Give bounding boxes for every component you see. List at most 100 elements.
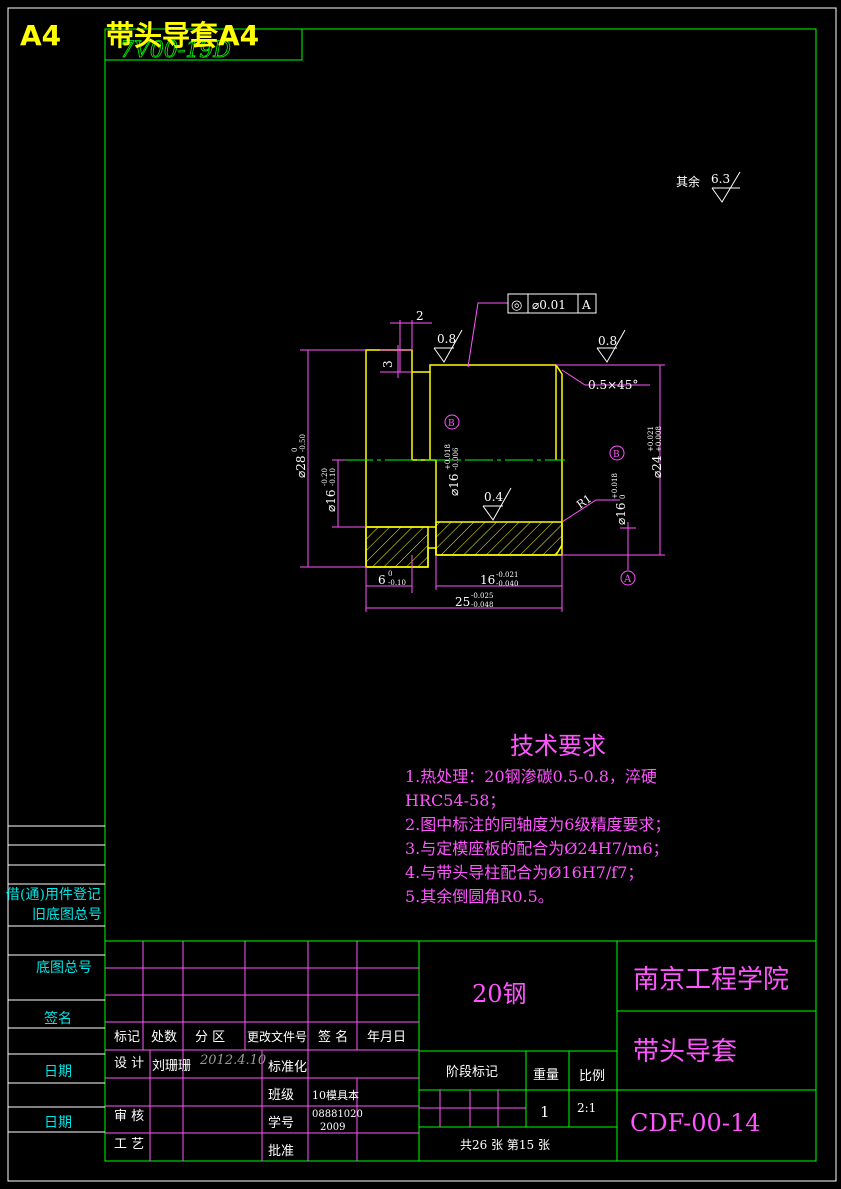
dim-bore-dia: ⌀16 +0.018 -0.006 — [444, 444, 461, 496]
mirrored-title-ghost: 7V00-19D — [120, 38, 231, 63]
part-outline — [345, 349, 565, 568]
side-signature: 签名 — [44, 1010, 72, 1027]
tb-h-count: 处数 — [151, 1030, 177, 1045]
drawing-title: 带头导套A4 — [106, 19, 260, 52]
rough-top-left: 0.8 — [437, 332, 456, 346]
rough-top-right: 0.8 — [598, 334, 617, 348]
tb-student-no-2: 2009 — [320, 1122, 345, 1133]
tech-line-2: HRC54-58； — [405, 791, 505, 810]
tb-h-date: 年月日 — [367, 1030, 406, 1045]
svg-text:⌀16: ⌀16 — [614, 503, 628, 526]
svg-text:-0.040: -0.040 — [496, 580, 518, 588]
svg-text:+0.008: +0.008 — [655, 426, 663, 452]
tolerance-frame: ◎ ⌀0.01 A — [507, 293, 597, 314]
svg-text:16: 16 — [480, 573, 495, 587]
side-base-drawing-no: 底图总号 — [36, 960, 92, 976]
tb-h-sign: 签 名 — [318, 1029, 348, 1045]
tb-h-change-doc: 更改文件号 — [247, 1029, 307, 1044]
tb-scale-value: 2:1 — [577, 1101, 596, 1115]
tb-weight: 重量 — [533, 1067, 559, 1083]
datum-b-letter-1: B — [448, 419, 455, 429]
rough-symbol-bore — [482, 487, 512, 521]
tb-review: 审 核 — [114, 1109, 144, 1124]
svg-text:-0.10: -0.10 — [329, 468, 337, 486]
tb-design-date: 2012.4.10 — [199, 1053, 266, 1068]
tol-value: ⌀0.01 — [532, 298, 566, 312]
svg-text:⌀16: ⌀16 — [324, 490, 338, 513]
side-old-drawing-no: 旧底图总号 — [32, 907, 102, 923]
dim-len-6: 6 0 -0.10 — [378, 570, 406, 587]
svg-text:-0.006: -0.006 — [452, 447, 460, 470]
rough-symbol-top-right — [596, 329, 626, 363]
tech-line-1: 1.热处理：20钢渗碳0.5-0.8，淬硬 — [405, 767, 657, 786]
dimension-lines — [300, 302, 665, 612]
tb-stage-mark: 阶段标记 — [446, 1065, 498, 1080]
svg-text:+0.018: +0.018 — [611, 473, 619, 499]
svg-text:-0.048: -0.048 — [471, 601, 493, 609]
svg-text:⌀24: ⌀24 — [650, 455, 664, 478]
tech-title: 技术要求 — [510, 732, 606, 760]
tb-designer: 刘珊珊 — [152, 1059, 191, 1074]
tol-datum: A — [581, 298, 591, 312]
size-label: A4 — [20, 19, 62, 52]
tb-part-name: 带头导套 — [633, 1037, 737, 1067]
section-hatch-right — [435, 521, 563, 556]
tb-h-zone: 分 区 — [195, 1030, 225, 1045]
tech-line-5: 4.与带头导柱配合为Ø16H7/f7； — [405, 863, 643, 882]
tb-quantity: 1 — [540, 1103, 550, 1121]
tb-standardize: 标准化 — [268, 1060, 307, 1075]
tb-sheets: 共26 张 第15 张 — [460, 1138, 550, 1152]
roughness-symbol — [711, 171, 741, 203]
tb-design-label: 设 计 — [114, 1056, 144, 1071]
svg-text:⌀16: ⌀16 — [447, 474, 461, 497]
side-registration: 借(通)用件登记 — [6, 887, 101, 903]
svg-text:0: 0 — [291, 448, 299, 452]
tb-class-value: 10模具本 — [312, 1088, 359, 1102]
dim-chamfer: 0.5×45° — [588, 378, 638, 392]
svg-text:+0.018: +0.018 — [444, 444, 452, 470]
dim-len-16: 16 -0.021 -0.040 — [480, 571, 518, 588]
svg-text:0: 0 — [619, 495, 627, 499]
roughness-note-value: 6.3 — [711, 172, 730, 186]
inner-frame — [104, 28, 817, 1162]
dim-step-dia: ⌀16 -0.20 -0.10 — [321, 468, 338, 512]
section-hatch-left — [365, 526, 429, 568]
datum-b-letter-2: B — [613, 450, 620, 460]
tb-student-no-label: 学号 — [268, 1115, 294, 1131]
dim-fillet: R1 — [574, 492, 594, 511]
dim-outer-dia: ⌀28 0 -0.50 — [291, 434, 308, 478]
svg-text:-0.10: -0.10 — [388, 579, 406, 587]
svg-text:+0.021: +0.021 — [647, 426, 655, 452]
datum-b-circle-2 — [609, 445, 625, 461]
tb-class-label: 班级 — [268, 1088, 294, 1103]
tb-student-no-1: 08881020 — [312, 1109, 363, 1120]
side-strip-lines — [8, 825, 105, 1133]
datum-b-circle-1 — [444, 414, 460, 430]
outer-border — [7, 7, 837, 1182]
part-profile — [365, 349, 563, 568]
tech-line-4: 3.与定模座板的配合为Ø24H7/m6； — [405, 839, 669, 858]
tb-h-mark: 标记 — [114, 1030, 140, 1045]
dim-body-dia: ⌀24 +0.021 +0.008 — [647, 426, 664, 478]
datum-a-letter: A — [623, 574, 632, 585]
title-mirror-box — [104, 28, 303, 61]
tb-scale: 比例 — [579, 1069, 605, 1084]
tb-process: 工 艺 — [114, 1137, 144, 1152]
svg-text:-0.025: -0.025 — [471, 592, 493, 600]
title-block-frame — [105, 940, 816, 1161]
tech-line-6: 5.其余倒圆角R0.5。 — [405, 887, 554, 906]
svg-text:-0.021: -0.021 — [496, 571, 518, 579]
svg-text:⌀28: ⌀28 — [294, 456, 308, 479]
dim-step-width: 2 — [416, 309, 424, 323]
tb-material: 20钢 — [472, 980, 527, 1008]
tol-symbol: ◎ — [511, 298, 522, 313]
svg-text:-0.50: -0.50 — [299, 434, 307, 452]
svg-text:-0.20: -0.20 — [321, 468, 329, 486]
svg-text:25: 25 — [455, 595, 470, 609]
dim-inner-dia: ⌀16 +0.018 0 — [611, 473, 628, 525]
tb-drawing-no: CDF-00-14 — [630, 1109, 760, 1137]
tb-school: 南京工程学院 — [633, 965, 789, 995]
side-date-2: 日期 — [44, 1115, 72, 1131]
dim-len-25: 25 -0.025 -0.048 — [455, 592, 493, 609]
